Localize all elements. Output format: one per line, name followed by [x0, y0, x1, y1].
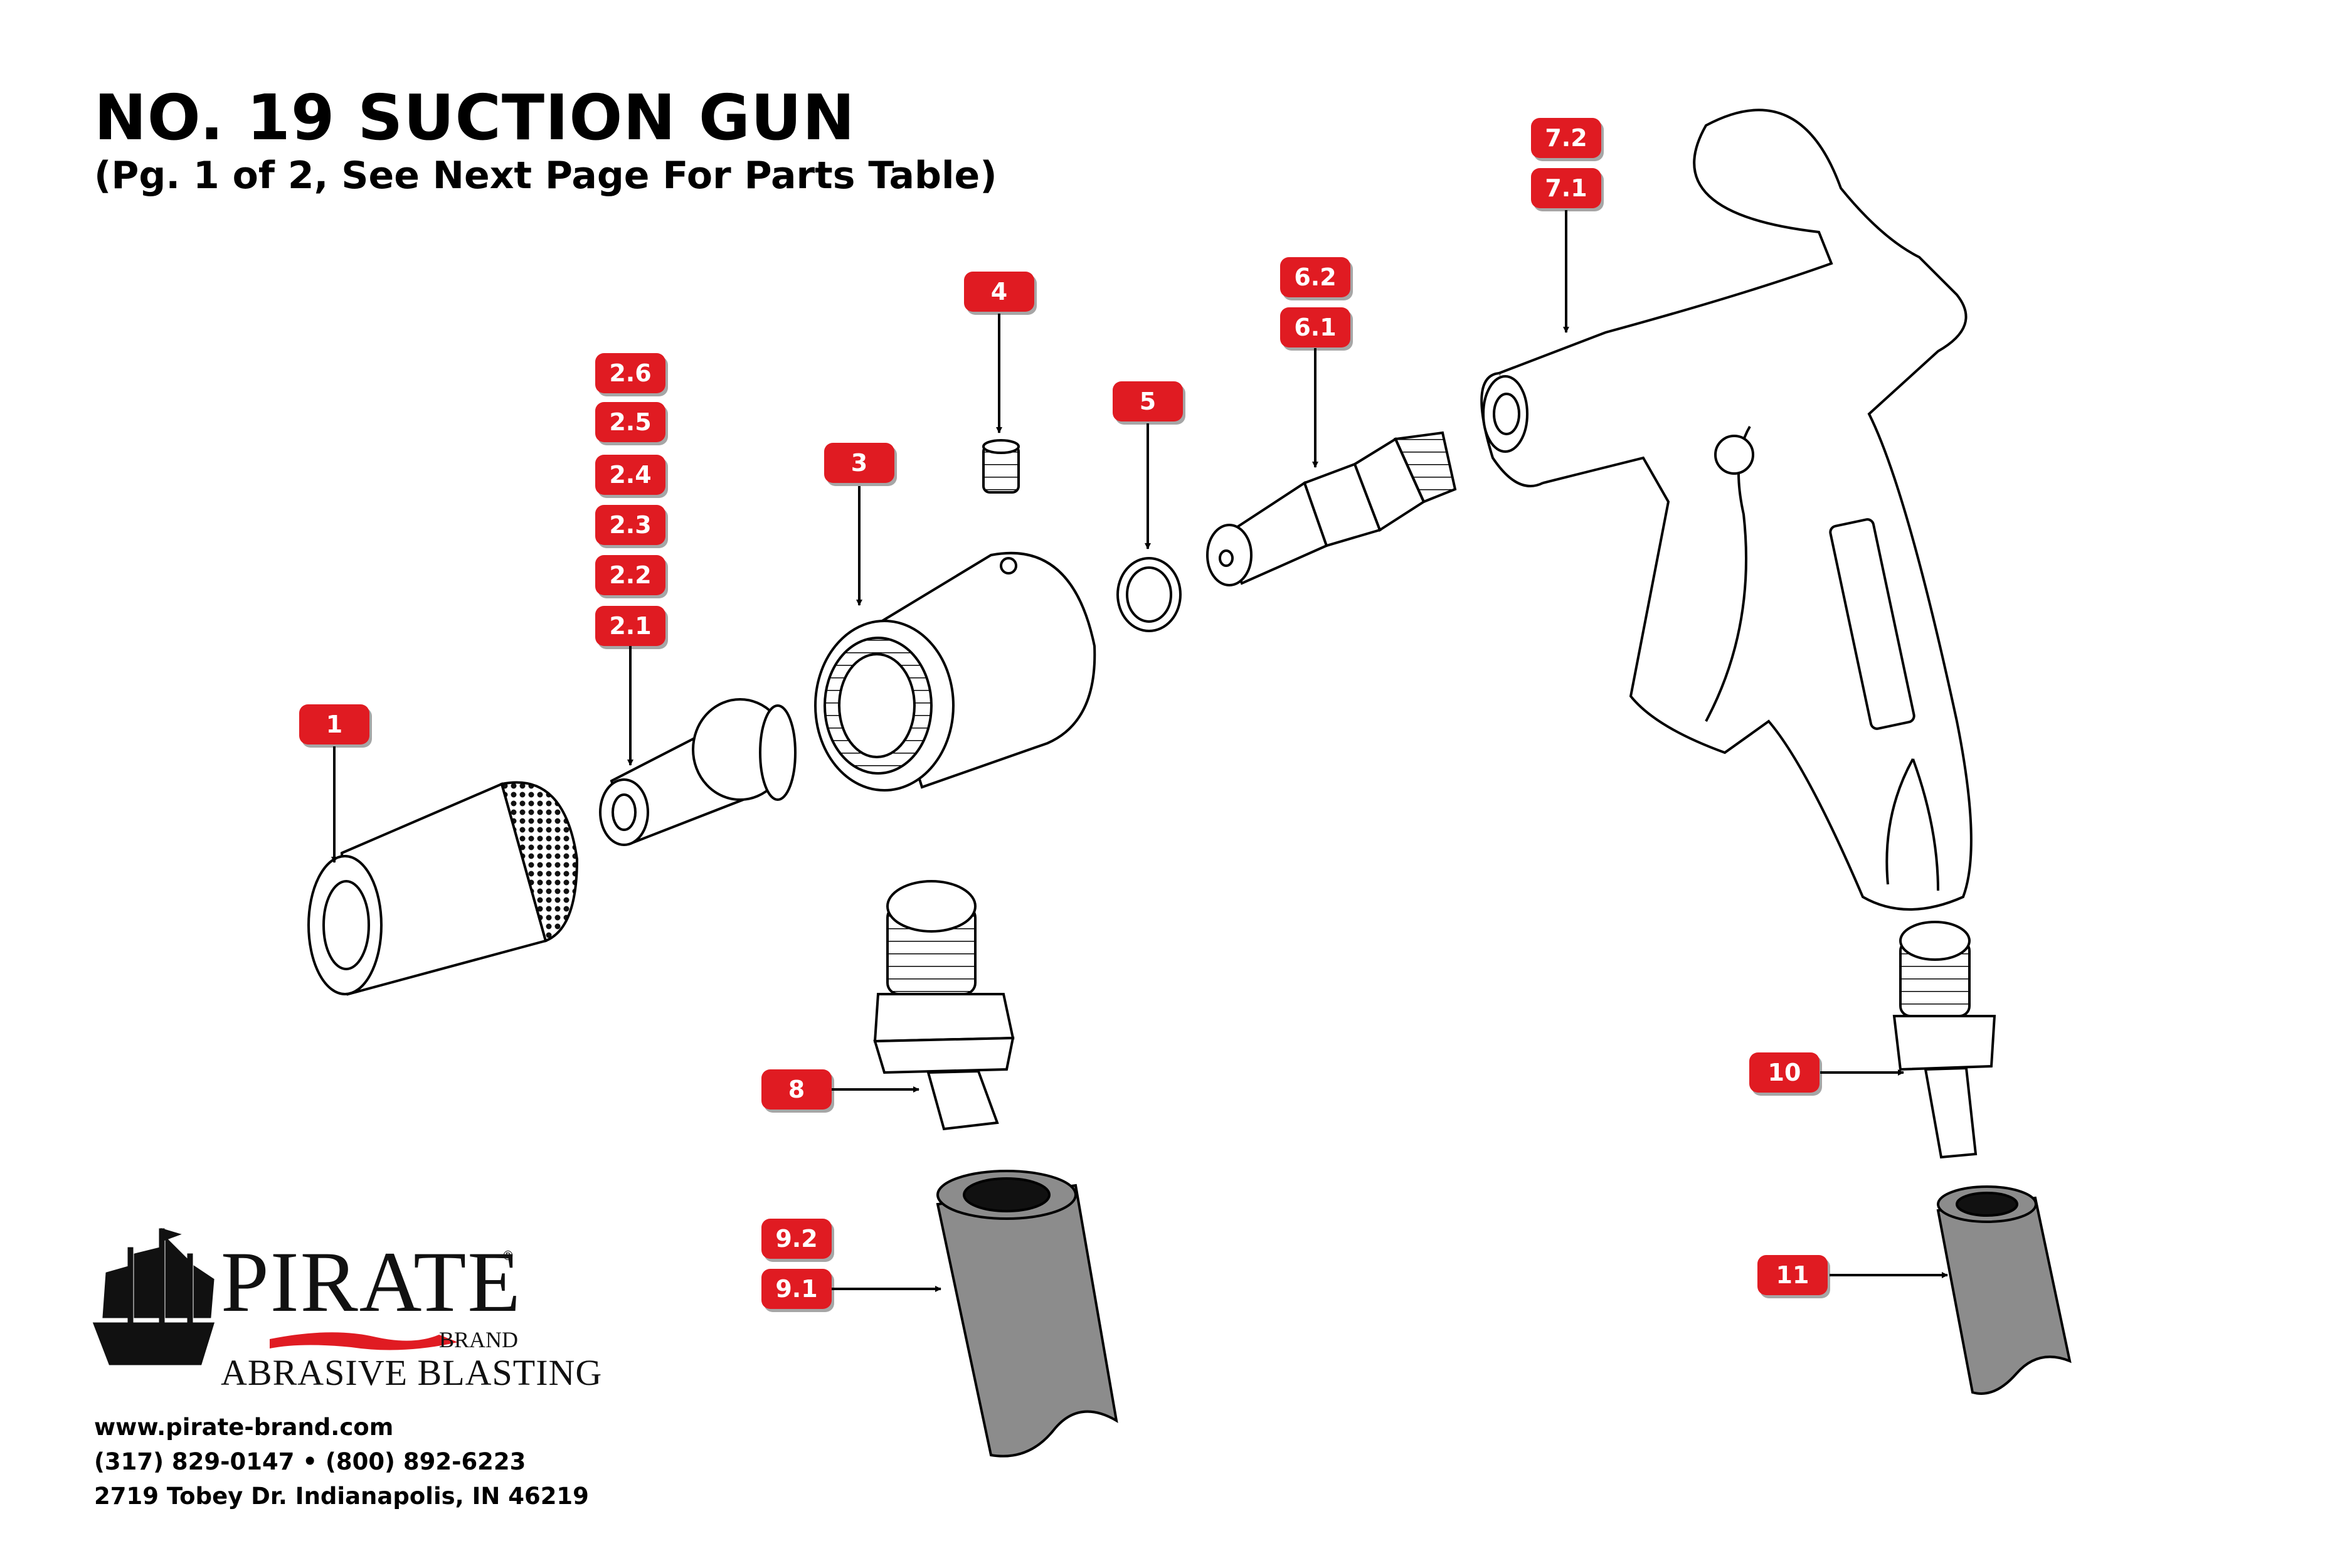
leader-arrows — [331, 210, 1948, 1292]
part-6-valve-stem — [1206, 431, 1457, 586]
part-5-o-ring — [1116, 557, 1182, 632]
callout-badge: 6.1 — [1280, 307, 1350, 347]
part-7-handle — [1480, 109, 1973, 911]
callout-badge: 8 — [761, 1069, 832, 1110]
callout-badge: 2.1 — [595, 606, 665, 646]
callout-badge: 6.2 — [1280, 257, 1350, 297]
callout-badge: 2.6 — [595, 353, 665, 393]
pirate-ship-logo — [92, 1227, 215, 1365]
contact-phones: (317) 829-0147 • (800) 892-6223 — [94, 1448, 526, 1475]
callout-badge: 2.4 — [595, 455, 665, 495]
page-subtitle: (Pg. 1 of 2, See Next Page For Parts Tab… — [94, 154, 997, 198]
callout-badge: 7.1 — [1531, 168, 1601, 208]
part-8-fitting — [873, 880, 1015, 1131]
callout-badge: 9.2 — [761, 1219, 832, 1259]
registered-mark: ® — [502, 1248, 514, 1263]
part-9-hose — [936, 1170, 1118, 1458]
callout-badge: 7.2 — [1531, 118, 1601, 158]
callout-badge: 1 — [299, 704, 369, 744]
part-10-fitting — [1892, 921, 1996, 1159]
logo-wordmark: PIRATE — [221, 1234, 522, 1330]
callout-badge: 5 — [1113, 381, 1183, 421]
part-1-nozzle — [307, 781, 579, 996]
callout-badge: 2.2 — [595, 555, 665, 595]
logo-tagline: ABRASIVE BLASTING — [221, 1352, 603, 1393]
callout-badge: 11 — [1757, 1255, 1828, 1295]
logo-brand: BRAND — [439, 1327, 519, 1352]
callout-badge: 2.3 — [595, 505, 665, 545]
part-3-body — [814, 551, 1096, 792]
part-4-set-screw — [982, 439, 1020, 494]
red-brush-stroke — [270, 1332, 458, 1350]
contact-website: www.pirate-brand.com — [94, 1414, 394, 1441]
callout-badge: 3 — [824, 443, 894, 483]
part-11-hose — [1936, 1185, 2072, 1395]
page-title: NO. 19 SUCTION GUN — [94, 81, 856, 154]
contact-address: 2719 Tobey Dr. Indianapolis, IN 46219 — [94, 1483, 589, 1510]
callout-badge: 2.5 — [595, 402, 665, 442]
part-2-air-jet — [599, 698, 797, 846]
callout-badge: 4 — [964, 272, 1034, 312]
callout-badge: 10 — [1749, 1052, 1820, 1093]
callout-badge: 9.1 — [761, 1269, 832, 1309]
